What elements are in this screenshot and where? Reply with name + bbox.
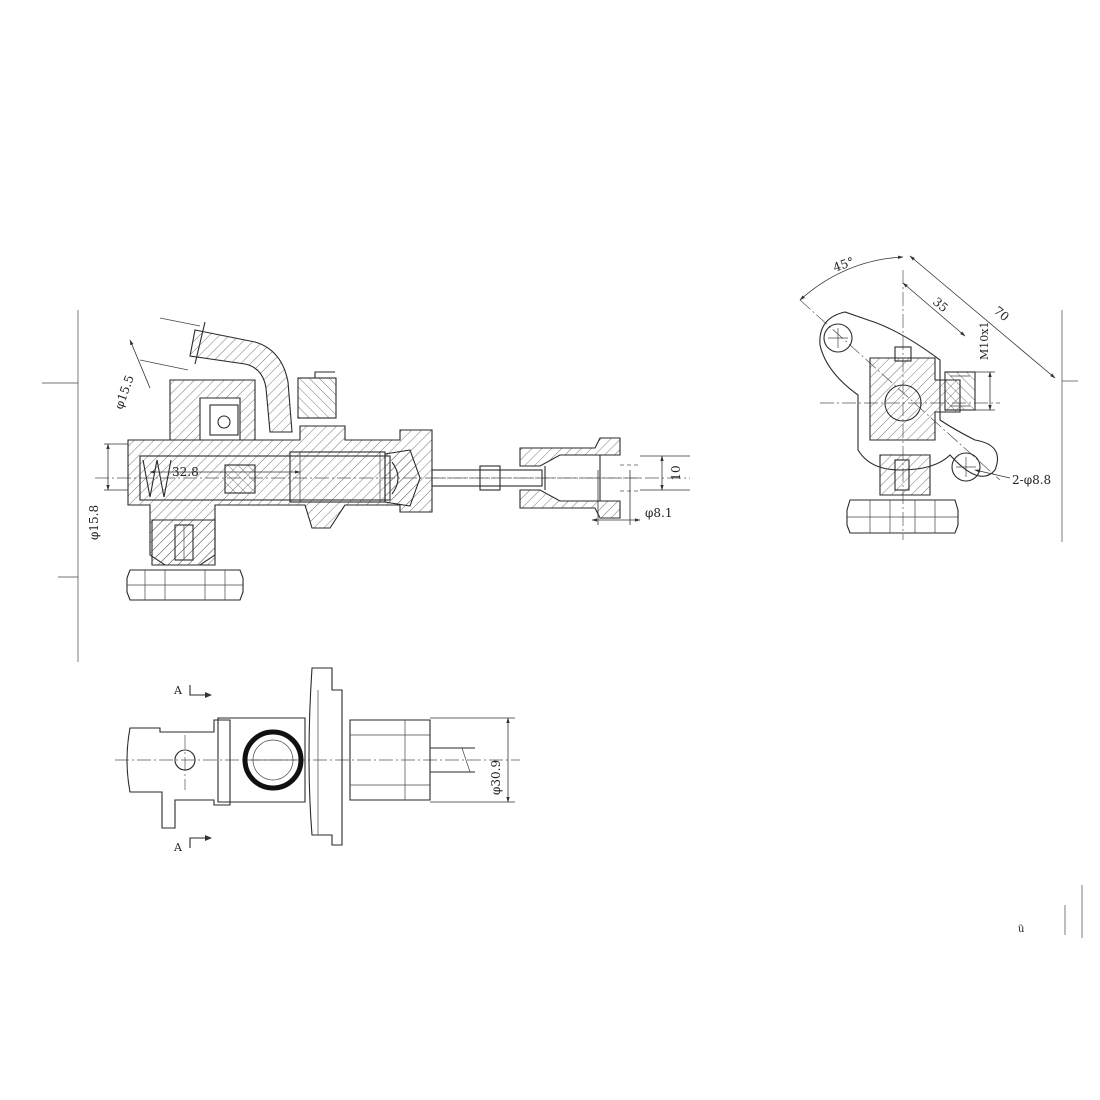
frame-lines bbox=[42, 310, 1083, 938]
side-section-view: 10 φ8.1 32.8 φ15.5 φ15.8 bbox=[87, 317, 690, 601]
dim-rod-end-hole: φ8.1 bbox=[645, 506, 673, 520]
dim-end-angle: 45° bbox=[831, 254, 856, 274]
dim-end-holes: 2-φ8.8 bbox=[1012, 473, 1051, 487]
dim-body-diameter: φ15.8 bbox=[87, 505, 101, 540]
dim-plan-diameter: φ30.9 bbox=[489, 760, 503, 795]
end-view: 45° 70 35 M10x1 2-φ8.8 bbox=[799, 254, 1056, 540]
section-mark-bottom: A bbox=[173, 841, 183, 854]
dim-end-length: 70 bbox=[991, 304, 1012, 325]
dim-end-thread: M10x1 bbox=[978, 322, 991, 360]
dim-bore-length: 32.8 bbox=[172, 465, 199, 479]
dim-end-offset: 35 bbox=[930, 295, 951, 316]
dim-inlet-diameter: φ15.5 bbox=[112, 373, 137, 411]
section-mark-top: A bbox=[173, 684, 183, 697]
dim-rod-end-height: 10 bbox=[669, 465, 683, 480]
plan-view: φ30.9 A A bbox=[115, 667, 520, 854]
corner-glyph: ü bbox=[1018, 924, 1025, 935]
